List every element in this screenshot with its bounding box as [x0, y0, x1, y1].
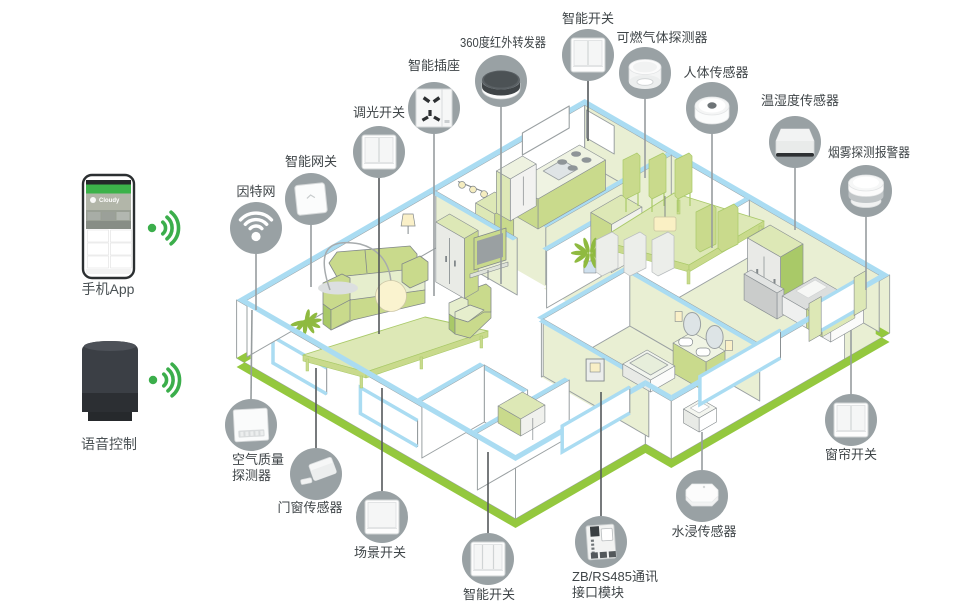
svg-text:空气质量: 空气质量 — [232, 452, 284, 467]
svg-text:温湿度传感器: 温湿度传感器 — [761, 93, 839, 108]
svg-text:Cloudy: Cloudy — [99, 198, 120, 204]
svg-text:探测器: 探测器 — [232, 468, 271, 483]
svg-text:门窗传感器: 门窗传感器 — [277, 500, 342, 515]
svg-text:场景开关: 场景开关 — [354, 545, 406, 560]
svg-text:可燃气体探测器: 可燃气体探测器 — [616, 30, 707, 45]
svg-text:智能开关: 智能开关 — [463, 587, 515, 602]
svg-text:智能网关: 智能网关 — [285, 154, 337, 169]
svg-text:调光开关: 调光开关 — [353, 105, 405, 120]
svg-text:360度红外转发器: 360度红外转发器 — [460, 35, 546, 50]
svg-text:水浸传感器: 水浸传感器 — [671, 524, 736, 539]
svg-text:ZB/RS485通讯: ZB/RS485通讯 — [572, 569, 658, 584]
svg-text:手机App: 手机App — [82, 281, 135, 297]
svg-text:窗帘开关: 窗帘开关 — [825, 447, 877, 462]
svg-text:接口模块: 接口模块 — [572, 585, 624, 600]
svg-text:人体传感器: 人体传感器 — [683, 65, 748, 80]
svg-text:语音控制: 语音控制 — [81, 436, 137, 452]
svg-text:智能开关: 智能开关 — [562, 11, 614, 26]
svg-text:因特网: 因特网 — [236, 184, 275, 199]
svg-text:智能插座: 智能插座 — [408, 58, 460, 73]
svg-text:烟雾探测报警器: 烟雾探测报警器 — [828, 145, 910, 160]
